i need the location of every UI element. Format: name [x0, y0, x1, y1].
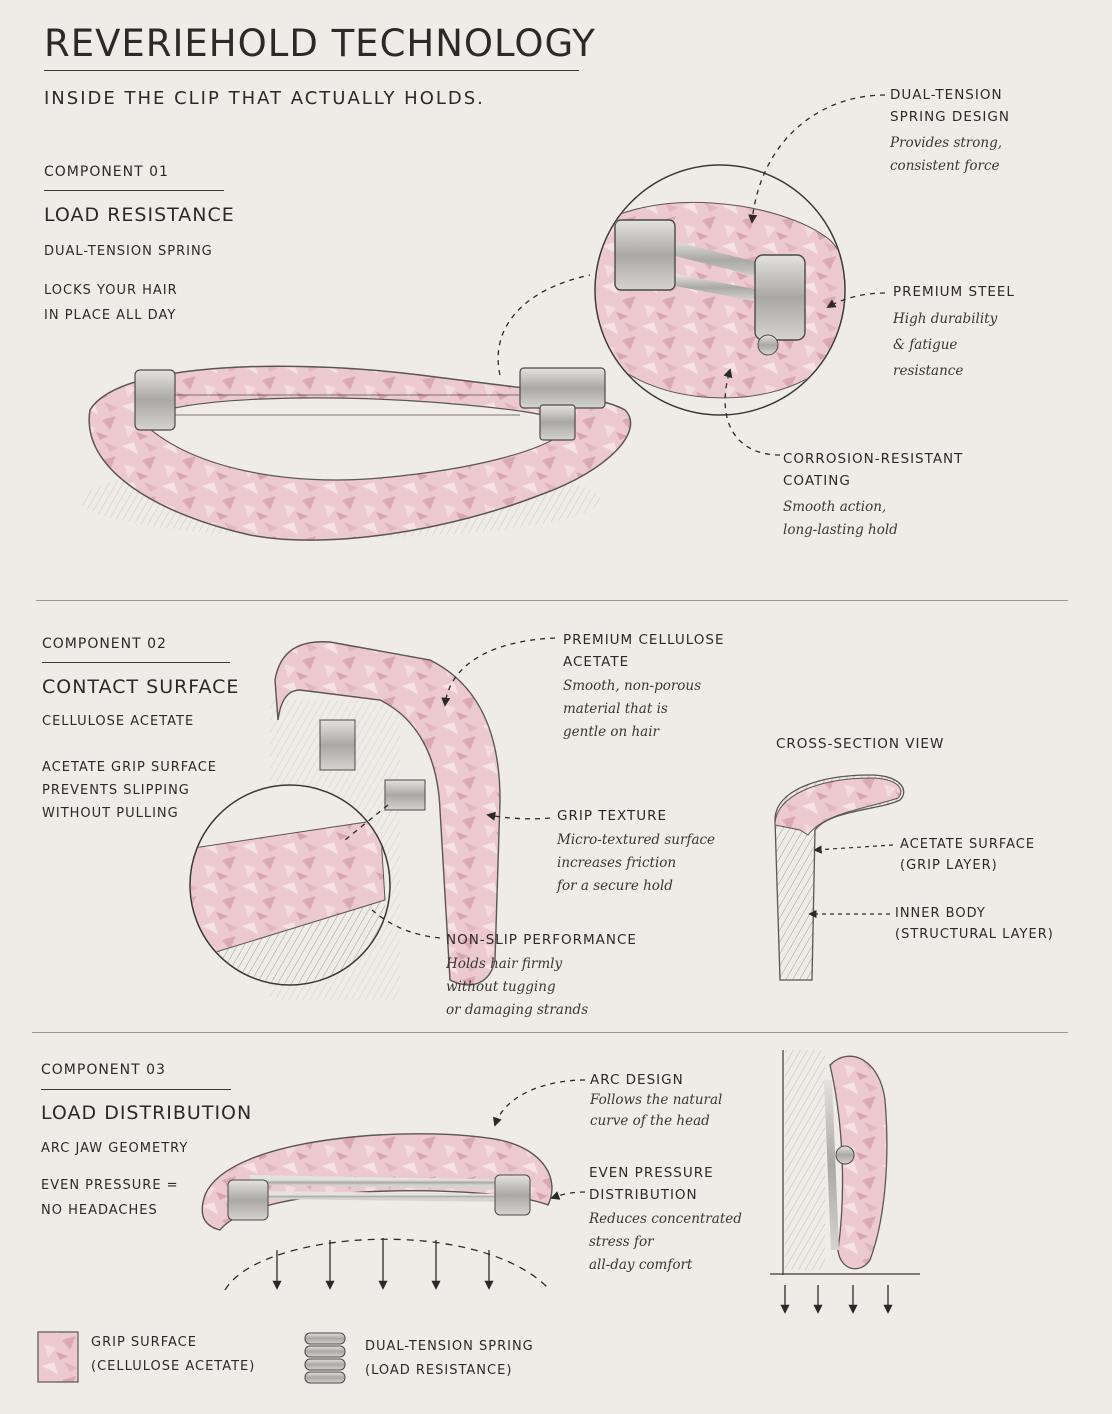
- pressure-arrows: [272, 1238, 494, 1290]
- legend-spring: DUAL-TENSION SPRING (LOAD RESISTANCE): [365, 1335, 534, 1383]
- component-03-title: LOAD DISTRIBUTION: [41, 1102, 253, 1124]
- page-title: REVERIEHOLD TECHNOLOGY: [44, 22, 596, 65]
- component-01-number: COMPONENT 01: [44, 164, 169, 180]
- label-line: ACETATE SURFACE: [900, 837, 1036, 852]
- legend-line: DUAL-TENSION SPRING: [365, 1339, 534, 1354]
- label-line: (STRUCTURAL LAYER): [895, 927, 1054, 942]
- section-divider: [36, 600, 1068, 601]
- callout-desc: & fatigue: [893, 337, 958, 353]
- callout-desc: all-day comfort: [589, 1257, 693, 1273]
- component-02-leaders: [344, 637, 556, 939]
- callout-desc: gentle on hair: [563, 724, 659, 740]
- spring-detail-magnifier: [594, 164, 846, 416]
- title-underline: [44, 70, 579, 71]
- barrette-main-drawing: [80, 365, 632, 541]
- callout-desc: Provides strong,: [890, 135, 1003, 151]
- desc-line: ACETATE GRIP SURFACE: [42, 760, 218, 775]
- component-01-subtitle: DUAL-TENSION SPRING: [44, 244, 213, 259]
- callout-heading: DUAL-TENSION: [890, 87, 1003, 103]
- callout-desc: for a secure hold: [557, 878, 673, 894]
- callout-heading: PREMIUM STEEL: [893, 284, 1015, 300]
- component-01-leaders: [497, 94, 886, 456]
- component-03-rule: [41, 1089, 231, 1090]
- callout-desc: increases friction: [557, 855, 677, 871]
- legend-grip-surface: GRIP SURFACE (CELLULOSE ACETATE): [91, 1331, 255, 1379]
- callout-desc: or damaging strands: [446, 1002, 589, 1018]
- cross-section-title: CROSS-SECTION VIEW: [776, 736, 945, 752]
- component-01-title: LOAD RESISTANCE: [44, 204, 235, 226]
- callout-heading: DISTRIBUTION: [589, 1187, 698, 1203]
- callout-desc: Holds hair firmly: [446, 956, 563, 972]
- callout-arc-design: ARC DESIGN Follows the natural curve of …: [590, 1070, 722, 1132]
- component-03-number: COMPONENT 03: [41, 1062, 166, 1078]
- callout-dual-tension: DUAL-TENSION SPRING DESIGN Provides stro…: [890, 84, 1010, 178]
- legend-line: GRIP SURFACE: [91, 1335, 197, 1350]
- cross-section-label-body: INNER BODY (STRUCTURAL LAYER): [895, 903, 1054, 945]
- callout-heading: SPRING DESIGN: [890, 109, 1010, 125]
- component-01-description: LOCKS YOUR HAIR IN PLACE ALL DAY: [44, 278, 178, 328]
- desc-line: IN PLACE ALL DAY: [44, 308, 177, 323]
- legend-line: (LOAD RESISTANCE): [365, 1363, 513, 1378]
- callout-premium-steel: PREMIUM STEEL High durability & fatigue …: [893, 281, 1015, 384]
- desc-line: EVEN PRESSURE =: [41, 1178, 179, 1193]
- spring-coil-icon: [304, 1332, 346, 1384]
- component-03-leaders: [492, 1079, 586, 1200]
- callout-corrosion-coating: CORROSION-RESISTANT COATING Smooth actio…: [783, 448, 963, 542]
- component-01-rule: [44, 190, 224, 191]
- callout-heading: ACETATE: [563, 654, 630, 670]
- cross-section-drawing: [774, 774, 905, 981]
- callout-heading: PREMIUM CELLULOSE: [563, 632, 725, 648]
- side-pressure-arrows: [780, 1285, 893, 1314]
- component-03-subtitle: ARC JAW GEOMETRY: [41, 1141, 189, 1156]
- callout-desc: High durability: [893, 311, 998, 327]
- desc-line: PREVENTS SLIPPING: [42, 783, 190, 798]
- callout-even-pressure: EVEN PRESSURE DISTRIBUTION Reduces conce…: [589, 1162, 742, 1277]
- callout-non-slip: NON-SLIP PERFORMANCE Holds hair firmly w…: [446, 929, 637, 1022]
- callout-desc: Reduces concentrated: [589, 1211, 742, 1227]
- section-divider: [32, 1032, 1068, 1033]
- component-02-title: CONTACT SURFACE: [42, 676, 240, 698]
- acetate-swatch-icon: [37, 1331, 79, 1383]
- component-02-subtitle: CELLULOSE ACETATE: [42, 714, 195, 729]
- desc-line: LOCKS YOUR HAIR: [44, 283, 178, 298]
- callout-desc: without tugging: [446, 979, 556, 995]
- callout-desc: Smooth, non-porous: [563, 678, 702, 694]
- callout-desc: long-lasting hold: [783, 522, 898, 538]
- cross-section-leaders: [808, 844, 894, 919]
- callout-desc: resistance: [893, 363, 964, 379]
- callout-cellulose-acetate: PREMIUM CELLULOSE ACETATE Smooth, non-po…: [563, 629, 724, 744]
- callout-heading: ARC DESIGN: [590, 1072, 684, 1088]
- arc-jaw-drawing: [201, 1133, 553, 1291]
- callout-desc: stress for: [589, 1234, 654, 1250]
- label-line: INNER BODY: [895, 906, 986, 921]
- callout-heading: COATING: [783, 473, 851, 489]
- callout-heading: CORROSION-RESISTANT: [783, 451, 964, 467]
- callout-desc: Micro-textured surface: [557, 832, 716, 848]
- callout-heading: NON-SLIP PERFORMANCE: [446, 932, 637, 948]
- callout-desc: consistent force: [890, 158, 1000, 174]
- callout-desc: Smooth action,: [783, 499, 887, 515]
- legend-line: (CELLULOSE ACETATE): [91, 1359, 256, 1374]
- desc-line: WITHOUT PULLING: [42, 806, 179, 821]
- callout-desc: curve of the head: [590, 1113, 710, 1129]
- side-view-drawing: [770, 1050, 920, 1275]
- callout-desc: Follows the natural: [590, 1092, 723, 1108]
- desc-line: NO HEADACHES: [41, 1203, 158, 1218]
- component-03-description: EVEN PRESSURE = NO HEADACHES: [41, 1173, 179, 1223]
- callout-desc: material that is: [563, 701, 668, 717]
- cross-section-label-surface: ACETATE SURFACE (GRIP LAYER): [900, 834, 1035, 876]
- callout-heading: GRIP TEXTURE: [557, 808, 668, 824]
- component-02-description: ACETATE GRIP SURFACE PREVENTS SLIPPING W…: [42, 756, 217, 825]
- page-subtitle: INSIDE THE CLIP THAT ACTUALLY HOLDS.: [44, 88, 485, 109]
- callout-heading: EVEN PRESSURE: [589, 1165, 714, 1181]
- component-02-number: COMPONENT 02: [42, 636, 167, 652]
- label-line: (GRIP LAYER): [900, 858, 998, 873]
- callout-grip-texture: GRIP TEXTURE Micro-textured surface incr…: [557, 805, 715, 898]
- component-02-rule: [42, 662, 230, 663]
